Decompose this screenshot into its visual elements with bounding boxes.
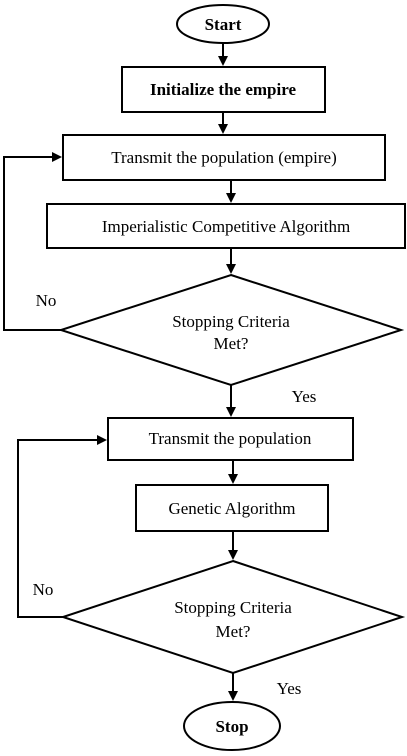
decision1-yes-label: Yes bbox=[292, 387, 317, 406]
genetic-algorithm-box: Genetic Algorithm bbox=[135, 484, 329, 532]
stop-label: Stop bbox=[215, 717, 248, 736]
genetic-algorithm-label: Genetic Algorithm bbox=[168, 499, 295, 518]
edge-decision2-no-loop bbox=[17, 435, 107, 618]
decision2-no-label: No bbox=[33, 580, 54, 599]
transmit-population-label: Transmit the population bbox=[149, 429, 312, 448]
initialize-empire-box: Initialize the empire bbox=[121, 66, 326, 113]
decision1-no-label: No bbox=[36, 291, 57, 310]
decision1-diamond: Stopping Criteria Met? bbox=[57, 273, 405, 387]
ica-label: Imperialistic Competitive Algorithm bbox=[102, 217, 350, 236]
decision1-label-line2: Met? bbox=[214, 334, 249, 353]
decision2-diamond: Stopping Criteria Met? bbox=[59, 559, 406, 675]
edge-decision1-no-loop bbox=[3, 152, 62, 331]
decision2-yes-label: Yes bbox=[277, 679, 302, 698]
start-node: Start bbox=[176, 4, 270, 44]
initialize-empire-label: Initialize the empire bbox=[150, 80, 296, 99]
decision2-label-line1: Stopping Criteria bbox=[174, 598, 292, 617]
ica-box: Imperialistic Competitive Algorithm bbox=[46, 203, 406, 249]
decision1-label-line1: Stopping Criteria bbox=[172, 312, 290, 331]
start-label: Start bbox=[205, 15, 242, 34]
stop-node: Stop bbox=[183, 701, 281, 751]
transmit-population-box: Transmit the population bbox=[107, 417, 354, 461]
decision2-label-line2: Met? bbox=[216, 622, 251, 641]
transmit-population-empire-box: Transmit the population (empire) bbox=[62, 134, 386, 181]
transmit-population-empire-label: Transmit the population (empire) bbox=[111, 148, 337, 167]
